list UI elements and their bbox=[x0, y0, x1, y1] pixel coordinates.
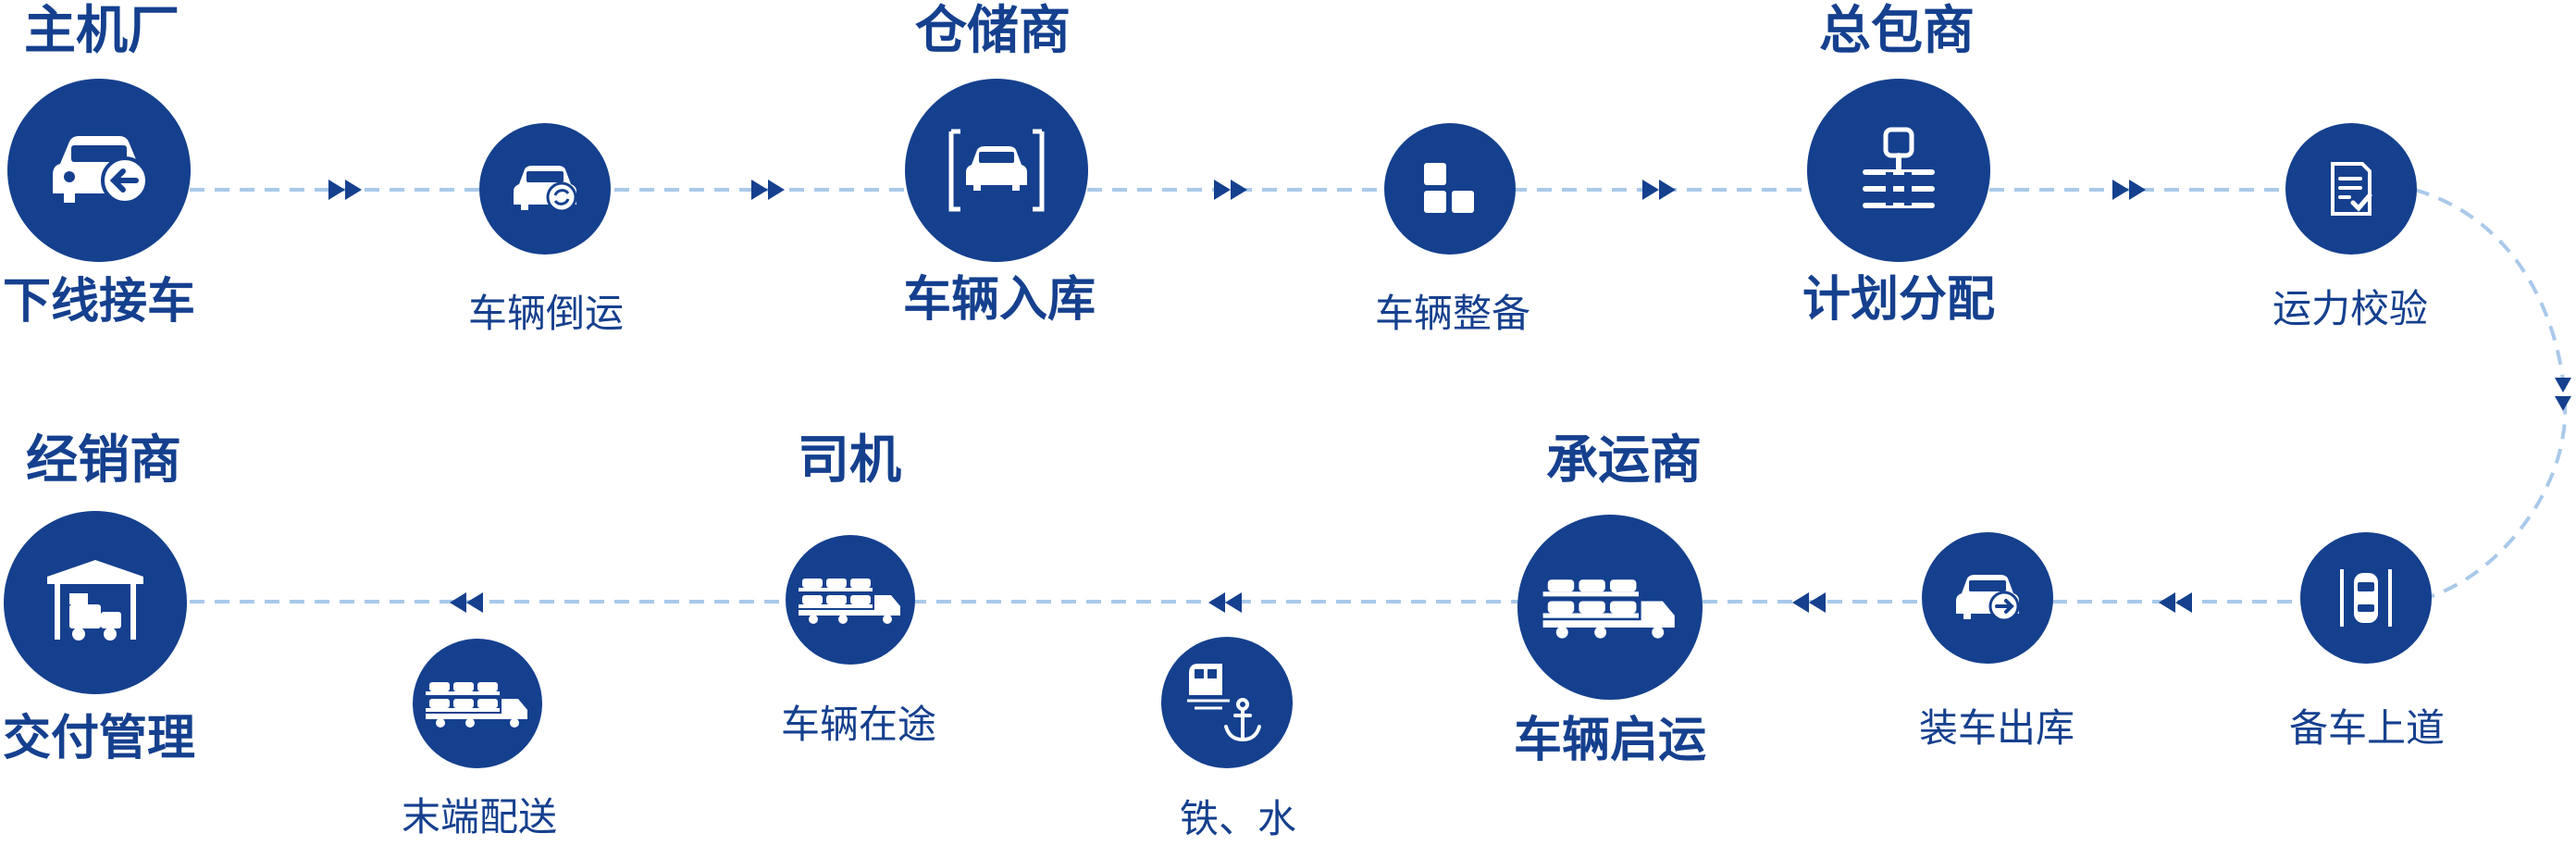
step-dispatch-node[interactable] bbox=[1517, 515, 1703, 700]
arrow-right-5 bbox=[2112, 180, 2146, 200]
step-plan-label: 计划分配 bbox=[1802, 272, 1996, 328]
car-carrier-truck-icon bbox=[1542, 579, 1675, 639]
arrow-down bbox=[2555, 378, 2571, 411]
car-arrow-left-icon bbox=[53, 136, 149, 205]
step-dispatch-label: 车辆启运 bbox=[1513, 713, 1707, 768]
step-delivery-label: 交付管理 bbox=[2, 711, 196, 766]
step-in-transit-node[interactable] bbox=[786, 535, 915, 665]
org-tree-icon bbox=[1863, 127, 1935, 208]
step-loading-out-node[interactable] bbox=[1922, 532, 2053, 664]
arrow-right-2 bbox=[751, 180, 785, 200]
arrow-left-3 bbox=[1208, 592, 1242, 613]
step-prep-label: 车辆整备 bbox=[1374, 291, 1531, 336]
arrow-right-3 bbox=[1214, 180, 1247, 200]
role-dealer: 经销商 bbox=[26, 430, 181, 491]
arrow-right-1 bbox=[328, 180, 362, 200]
role-carrier: 承运商 bbox=[1546, 430, 1702, 491]
step-capacity-check-label: 运力校验 bbox=[2272, 286, 2429, 331]
step-in-transit-label: 车辆在途 bbox=[780, 702, 937, 747]
connector-turn bbox=[2414, 188, 2568, 599]
step-ready-lane-node[interactable] bbox=[2300, 532, 2432, 664]
delivery-shelter-icon bbox=[47, 560, 143, 641]
step-capacity-check-node[interactable] bbox=[2285, 123, 2417, 255]
step-inbound-label: 车辆入库 bbox=[902, 272, 1096, 328]
arrow-left-4 bbox=[450, 592, 483, 613]
step-delivery-node[interactable] bbox=[4, 511, 187, 694]
checklist-icon bbox=[2331, 162, 2372, 216]
car-carrier-truck-icon bbox=[799, 579, 900, 624]
car-lane-icon bbox=[2340, 569, 2392, 627]
step-loading-out-label: 装车出库 bbox=[1918, 705, 2075, 751]
step-offline-pickup-label: 下线接车 bbox=[2, 274, 196, 330]
step-rail-water-label: 铁、水 bbox=[1179, 796, 1297, 841]
blocks-icon bbox=[1424, 163, 1474, 213]
step-last-mile-label: 末端配送 bbox=[401, 794, 558, 840]
car-in-bay-icon bbox=[948, 129, 1045, 212]
step-prep-node[interactable] bbox=[1384, 123, 1516, 255]
arrow-right-4 bbox=[1642, 180, 1676, 200]
role-oem: 主机厂 bbox=[24, 1, 180, 61]
step-last-mile-node[interactable] bbox=[413, 639, 542, 768]
role-warehouse: 仓储商 bbox=[915, 1, 1071, 61]
step-inbound-node[interactable] bbox=[905, 79, 1088, 262]
step-offline-pickup-node[interactable] bbox=[7, 79, 191, 262]
car-refresh-icon bbox=[514, 166, 577, 213]
step-ready-lane-label: 备车上道 bbox=[2288, 705, 2446, 751]
arrow-left-1 bbox=[2159, 592, 2192, 613]
car-carrier-truck-icon bbox=[426, 682, 527, 728]
role-contractor: 总包商 bbox=[1819, 1, 1975, 61]
car-arrow-right-icon bbox=[1956, 575, 2020, 622]
role-driver: 司机 bbox=[798, 430, 901, 491]
step-plan-node[interactable] bbox=[1807, 79, 1990, 262]
step-rail-water-node[interactable] bbox=[1161, 637, 1293, 768]
step-transfer-node[interactable] bbox=[479, 123, 611, 255]
arrow-left-2 bbox=[1792, 592, 1826, 613]
step-transfer-label: 车辆倒运 bbox=[467, 291, 625, 336]
train-anchor-icon bbox=[1187, 664, 1261, 742]
